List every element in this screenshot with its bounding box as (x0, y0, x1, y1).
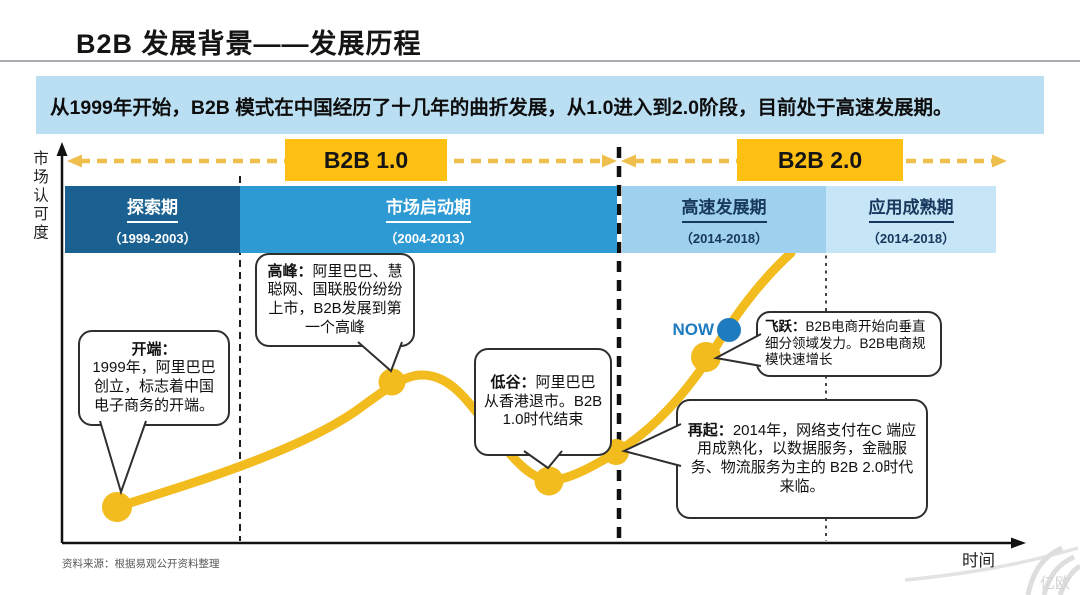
dot-digu (534, 466, 564, 496)
callout-digu: 低谷：阿里巴巴从香港退市。B2B 1.0时代结束 (474, 348, 612, 456)
callout-text: 阿里巴巴、慧聪网、国联股份纷纷上市，B2B发展到第一个高峰 (267, 262, 403, 336)
source-note: 资料来源：根据易观公开资料整理 (62, 558, 220, 570)
dot-feiyue (691, 342, 721, 372)
watermark-logo (904, 545, 1080, 595)
callout-feiyue: 飞跃：B2B电商开始向垂直细分领域发力。B2B电商规模快速增长 (756, 311, 942, 377)
dot-kaiduan (102, 492, 132, 522)
phase-band-exploration: 探索期 （1999-2003） (65, 186, 240, 253)
dot-now (717, 318, 741, 342)
callout-gaofeng: 高峰：阿里巴巴、慧聪网、国联股份纷纷上市，B2B发展到第一个高峰 (255, 253, 415, 347)
callout-label: 高峰： (267, 262, 313, 280)
callout-label: 开端： (131, 340, 177, 358)
x-axis-arrowhead (1011, 537, 1026, 549)
now-label: NOW (672, 320, 714, 339)
phase-name: 高速发展期 (681, 193, 767, 223)
callout-zaiqi: 再起：2014年，网络支付在C 端应用成熟化，以数据服务，金融服务、物流服务为主… (676, 399, 928, 519)
phase-period: （1999-2003） (108, 230, 197, 246)
y-axis-arrowhead (56, 142, 68, 156)
y-axis-label: 市场认可度 (31, 150, 48, 243)
x-axis-label: 时间 (962, 552, 995, 570)
phase-name: 探索期 (127, 193, 178, 223)
callout-label: 再起： (687, 421, 733, 439)
callout-label: 低谷： (490, 374, 536, 392)
callout-text: 1999年，阿里巴巴创立，标志着中国电子商务的开端。 (92, 359, 216, 414)
era-box-b2b1: B2B 1.0 (285, 139, 447, 181)
phase-period: （2004-2013） (384, 230, 473, 246)
callout-text: 2014年，网络支付在C 端应用成熟化，以数据服务，金融服务、物流服务为主的 B… (690, 421, 917, 495)
callout-kaiduan: 开端：1999年，阿里巴巴创立，标志着中国电子商务的开端。 (78, 330, 230, 426)
dot-gaofeng (378, 368, 406, 396)
callout-text: B2B电商开始向垂直细分领域发力。B2B电商规模快速增长 (765, 318, 926, 368)
phase-band-mature: 应用成熟期 （2014-2018） (826, 186, 996, 253)
phase-band-rapid-growth: 高速发展期 （2014-2018） (622, 186, 826, 253)
phase-name: 应用成熟期 (868, 193, 954, 223)
phase-name: 市场启动期 (386, 193, 471, 223)
page-title: B2B 发展背景——发展历程 (76, 29, 422, 59)
summary-banner: 从1999年开始，B2B 模式在中国经历了十几年的曲折发展，从1.0进入到2.0… (36, 76, 1044, 134)
callout-text: 阿里巴巴从香港退市。B2B 1.0时代结束 (483, 374, 603, 429)
era-box-b2b2: B2B 2.0 (737, 139, 903, 181)
phase-period: （2014-2018） (679, 230, 769, 246)
watermark-text: 亿欧 (1040, 575, 1071, 592)
title-divider (0, 60, 1080, 62)
phase-period: （2014-2018） (866, 230, 956, 246)
callout-label: 飞跃： (765, 318, 806, 334)
phase-band-market-start: 市场启动期 （2004-2013） (240, 186, 617, 253)
